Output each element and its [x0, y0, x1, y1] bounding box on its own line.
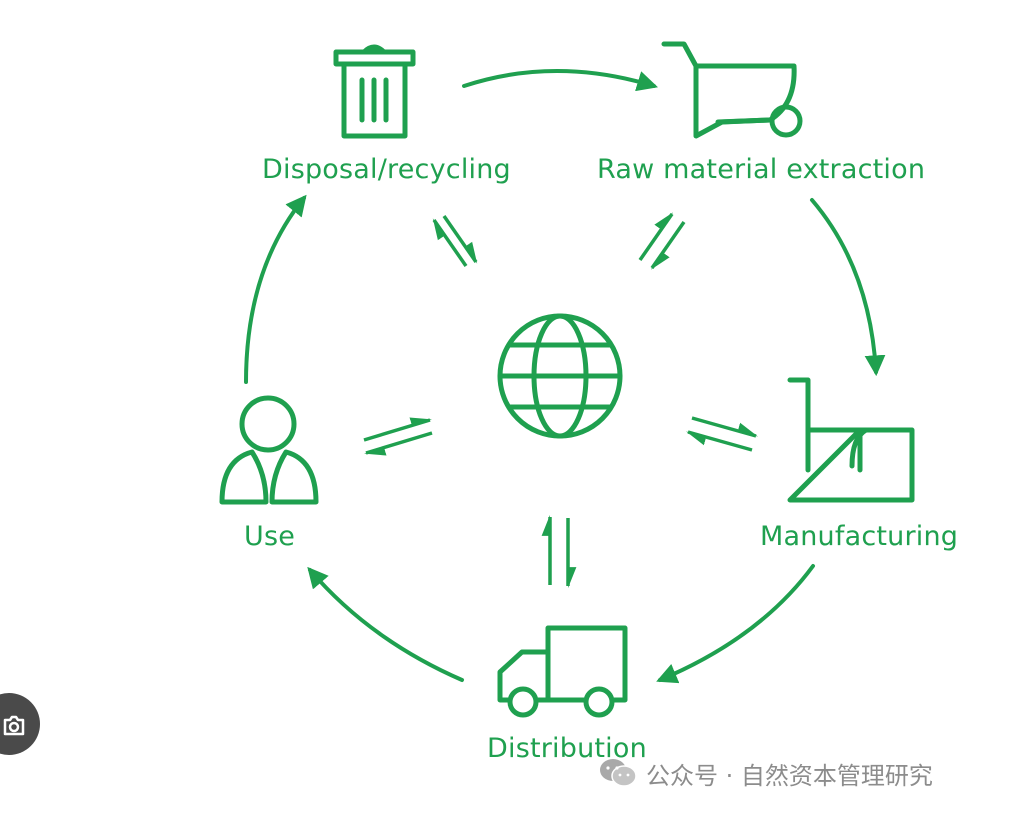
- watermark-text: 公众号 · 自然资本管理研究: [646, 761, 933, 790]
- person-icon: [219, 395, 319, 505]
- exchange-arrows-raw-material: [638, 212, 686, 270]
- truck-icon: [497, 625, 628, 718]
- factory-icon: [787, 377, 915, 503]
- arrow-disposal-to-raw: [462, 69, 658, 92]
- wheelbarrow-icon: [661, 41, 803, 139]
- exchange-arrows-distribution: [541, 514, 577, 589]
- arrow-use-to-disposal: [244, 194, 307, 384]
- label-distribution: Distribution: [487, 733, 647, 764]
- label-disposal-recycling: Disposal/recycling: [262, 154, 511, 185]
- label-use: Use: [244, 521, 296, 552]
- exchange-arrows-disposal: [432, 215, 478, 267]
- arrow-manufacturing-to-distribution: [656, 564, 815, 684]
- camera-lens-icon: [3, 715, 25, 736]
- exchange-arrows-manufacturing: [685, 416, 759, 452]
- watermark: 公众号 · 自然资本管理研究: [598, 756, 933, 790]
- globe-icon: [497, 313, 623, 439]
- exchange-arrows-use: [363, 417, 433, 456]
- arrow-distribution-to-use: [307, 566, 464, 682]
- label-raw-material-extraction: Raw material extraction: [597, 154, 926, 185]
- wechat-icon: [600, 759, 637, 787]
- trash-can-icon: [333, 44, 416, 139]
- label-manufacturing: Manufacturing: [760, 521, 959, 552]
- arrow-raw-to-manufacturing: [810, 198, 886, 377]
